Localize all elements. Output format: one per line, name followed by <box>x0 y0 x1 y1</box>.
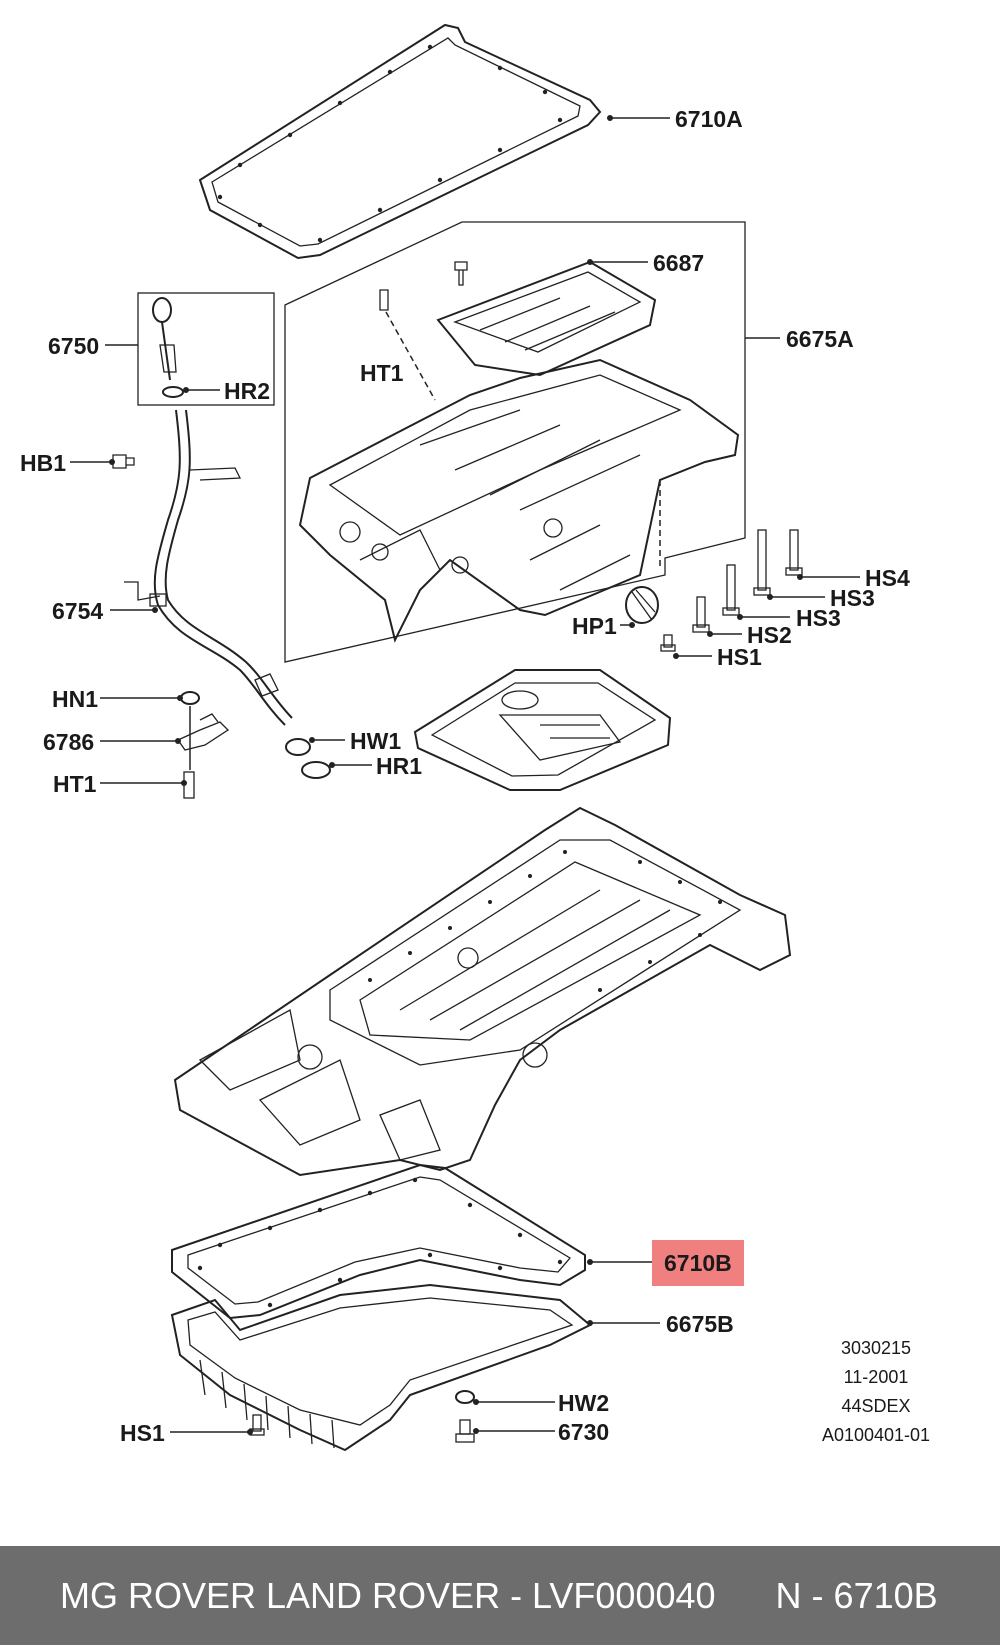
bolts-upper <box>379 261 661 570</box>
oil-pan-lower-6675b <box>170 1283 592 1452</box>
drawing-model: 44SDEX <box>841 1396 910 1416</box>
oil-pan-upper-6675a <box>284 221 746 663</box>
label-6750[interactable]: 6750 <box>48 333 99 359</box>
callout-labels: 6710A 6687 6675A 6750 HR2 HT1 HB1 6754 H… <box>20 106 910 1446</box>
drain-plug-6730 <box>455 1390 475 1443</box>
bolts-hs <box>660 529 803 652</box>
bracket-6786 <box>177 691 230 799</box>
leader-lines <box>70 115 860 1435</box>
label-hn1[interactable]: HN1 <box>52 686 98 712</box>
label-hr2[interactable]: HR2 <box>224 378 270 404</box>
oil-pan-main <box>173 806 792 1177</box>
drain-plug-hp1 <box>625 586 659 624</box>
drawing-info: 3030215 11-2001 44SDEX A0100401-01 <box>822 1338 930 1445</box>
label-6754[interactable]: 6754 <box>52 598 103 624</box>
washers-hw1-hr1 <box>285 738 331 779</box>
dipstick-tube-6754 <box>124 409 293 726</box>
gasket-6710a <box>198 23 602 260</box>
footer-part-info: MG ROVER LAND ROVER - LVF000040 N - 6710… <box>60 1575 938 1616</box>
label-hw1[interactable]: HW1 <box>350 728 401 754</box>
label-6675b[interactable]: 6675B <box>666 1311 734 1337</box>
label-6730[interactable]: 6730 <box>558 1419 609 1445</box>
label-hs3-b[interactable]: HS3 <box>796 605 841 631</box>
label-hr1[interactable]: HR1 <box>376 753 422 779</box>
label-hs2[interactable]: HS2 <box>747 622 792 648</box>
highlight-6710b <box>652 1240 744 1286</box>
drawing-ref: A0100401-01 <box>822 1425 930 1445</box>
label-6687[interactable]: 6687 <box>653 250 704 276</box>
windage-tray <box>413 669 672 791</box>
label-ht1-lower[interactable]: HT1 <box>53 771 97 797</box>
label-ht1-upper[interactable]: HT1 <box>360 360 404 386</box>
label-hs3-a[interactable]: HS3 <box>830 585 875 611</box>
label-hs1-lower[interactable]: HS1 <box>120 1420 165 1446</box>
label-hw2[interactable]: HW2 <box>558 1390 609 1416</box>
label-6710b[interactable]: 6710B <box>664 1250 732 1276</box>
drawing-date: 11-2001 <box>844 1367 909 1387</box>
drawing-number: 3030215 <box>841 1338 911 1358</box>
label-6675a[interactable]: 6675A <box>786 326 854 352</box>
label-hb1[interactable]: HB1 <box>20 450 66 476</box>
label-6710a[interactable]: 6710A <box>675 106 743 132</box>
label-hs4[interactable]: HS4 <box>865 565 910 591</box>
dipstick-6750 <box>137 292 275 406</box>
label-hp1[interactable]: HP1 <box>572 613 617 639</box>
label-hs1-upper[interactable]: HS1 <box>717 644 762 670</box>
exploded-view-drawing: 6710A 6687 6675A 6750 HR2 HT1 HB1 6754 H… <box>20 23 930 1452</box>
footer-bar: MG ROVER LAND ROVER - LVF000040 N - 6710… <box>0 1546 1000 1645</box>
label-6786[interactable]: 6786 <box>43 729 94 755</box>
bolt-hb1 <box>112 454 135 469</box>
